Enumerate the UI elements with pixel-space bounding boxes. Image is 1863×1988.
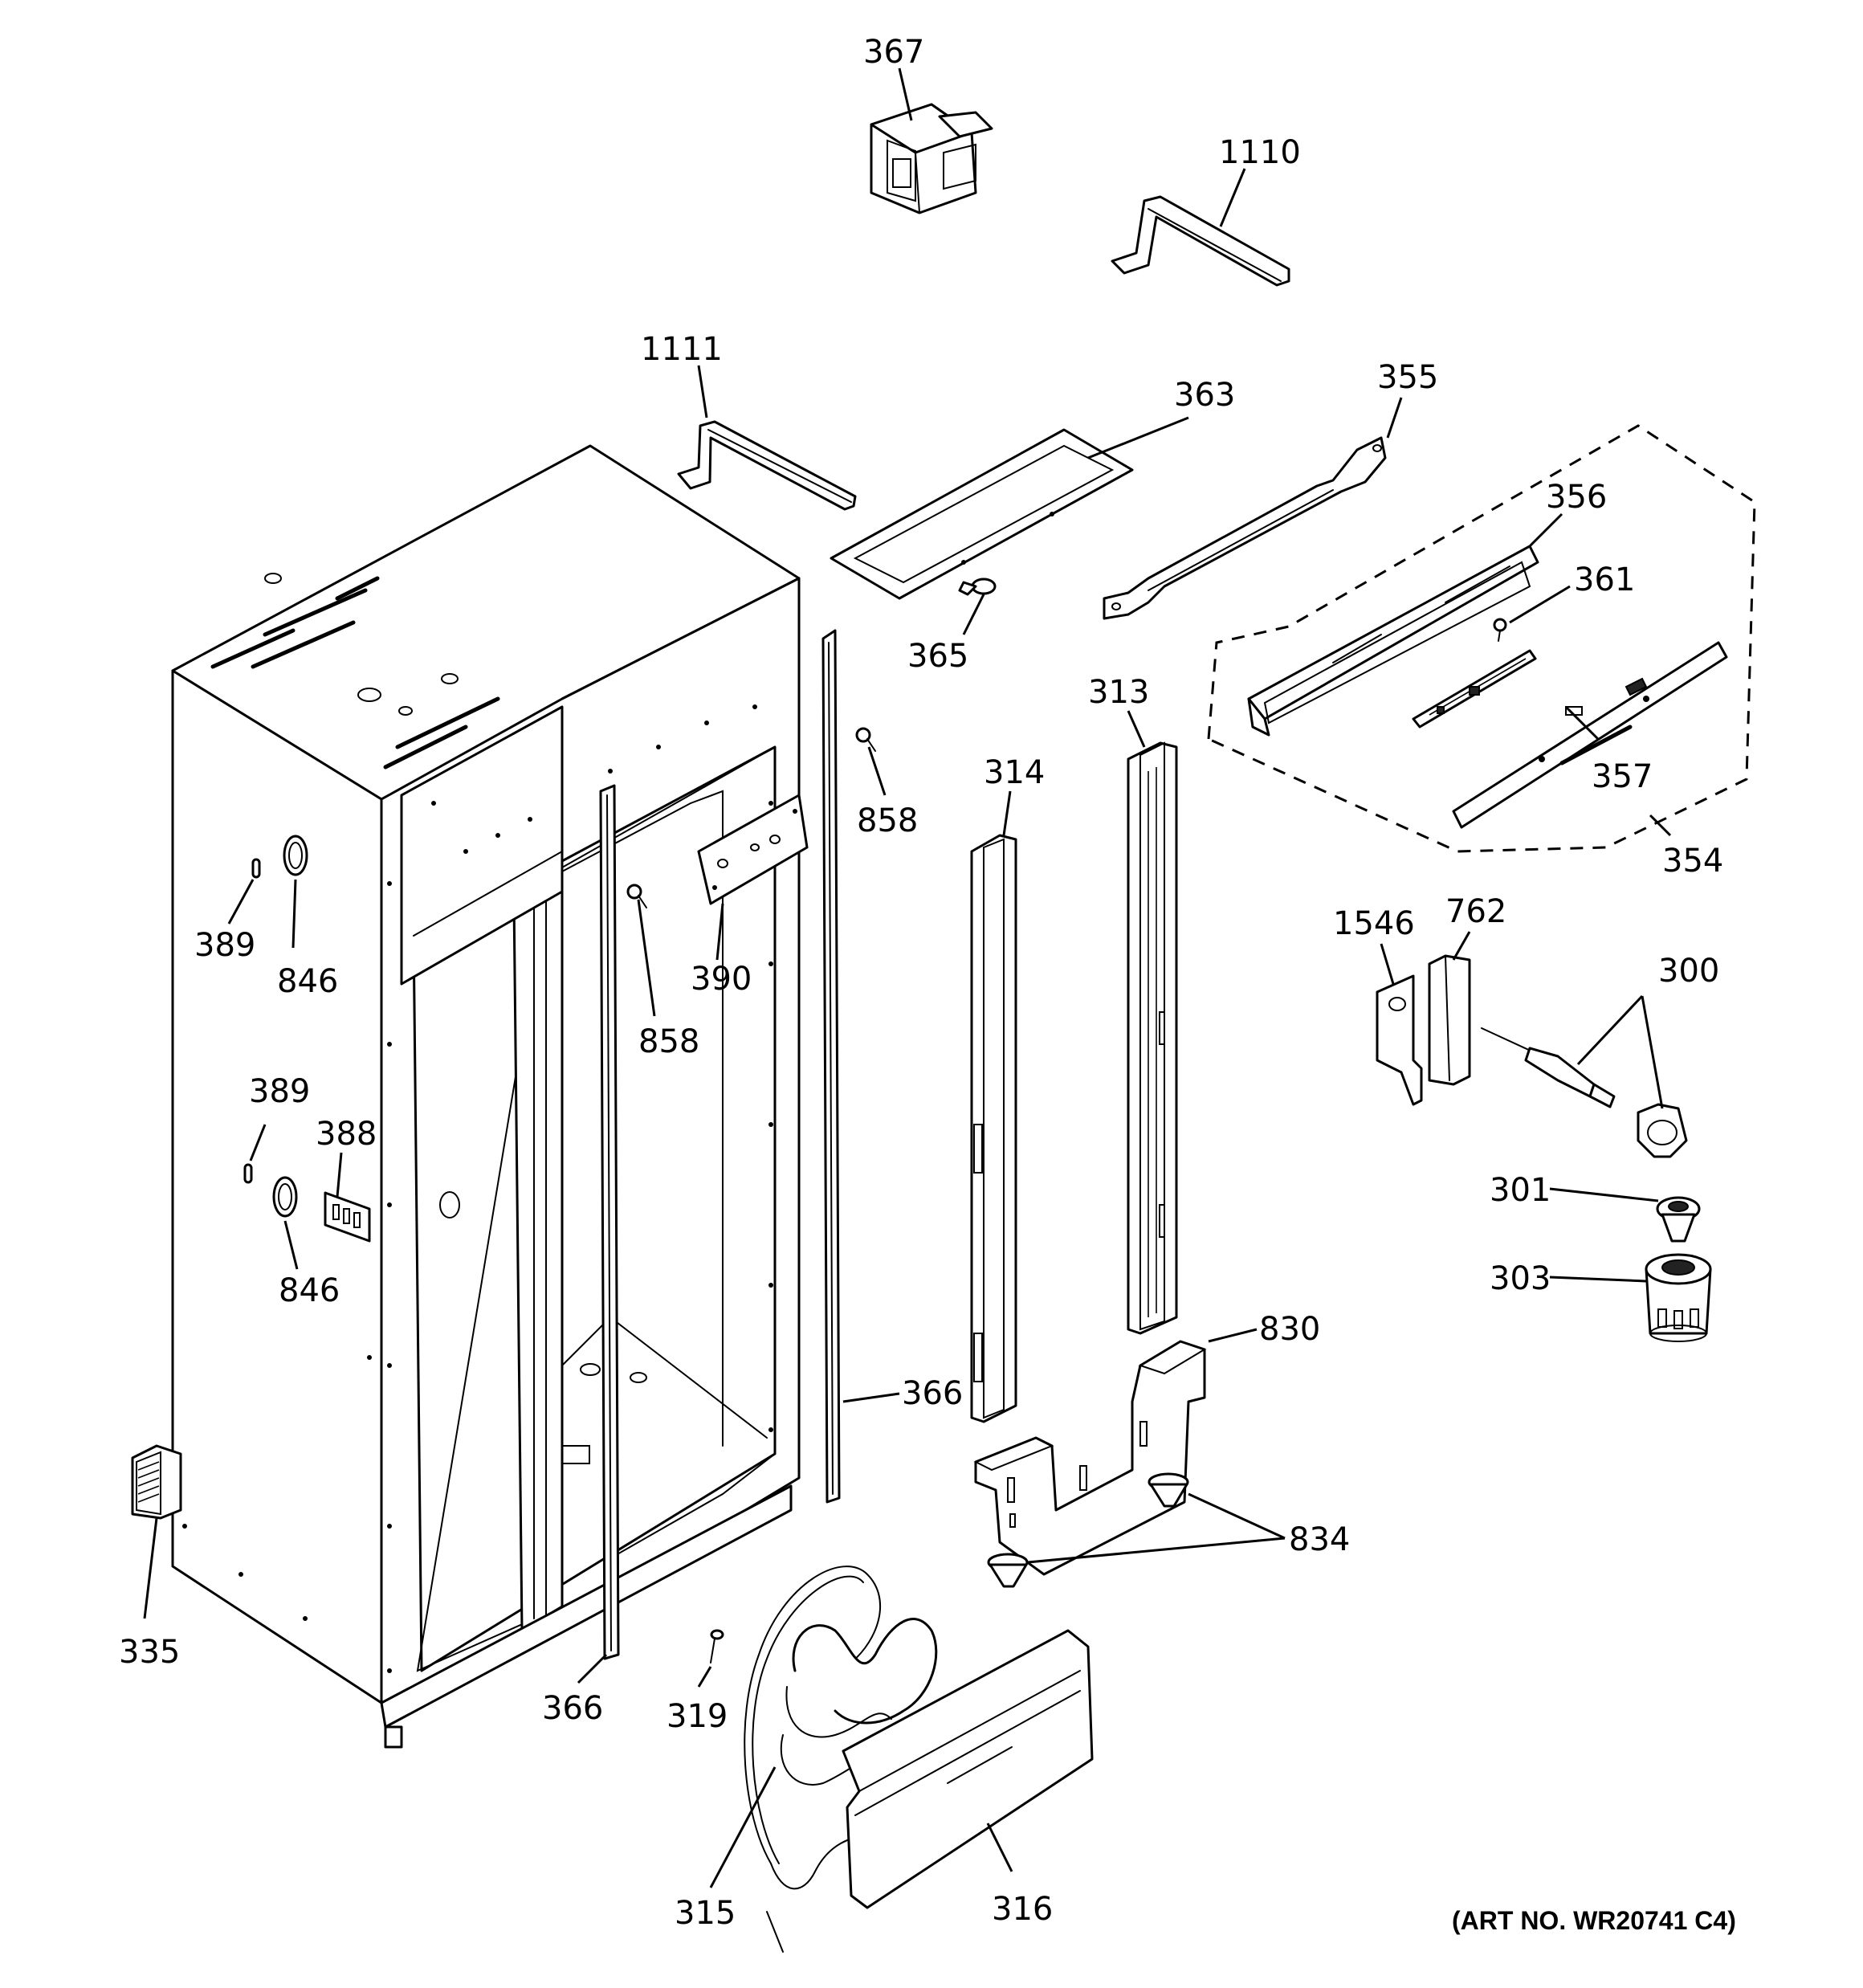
- callout-367: 367: [863, 34, 924, 71]
- part-316: [842, 1629, 1094, 1909]
- part-858-lower: [626, 884, 647, 908]
- callout-366-right: 366: [902, 1375, 963, 1412]
- callout-356: 356: [1546, 479, 1607, 516]
- part-846-upper: [283, 835, 308, 876]
- callout-301: 301: [1490, 1172, 1551, 1209]
- callout-830: 830: [1259, 1311, 1320, 1348]
- callout-1110: 1110: [1219, 134, 1301, 171]
- callout-357: 357: [1592, 758, 1653, 795]
- part-1110: [1111, 195, 1290, 287]
- part-303: [1645, 1253, 1712, 1342]
- part-834-right: [1148, 1472, 1189, 1508]
- callout-834: 834: [1289, 1521, 1350, 1558]
- callout-313: 313: [1088, 674, 1149, 711]
- part-762: [1428, 954, 1471, 1086]
- callout-363: 363: [1174, 377, 1235, 414]
- part-357: [1452, 641, 1728, 829]
- part-366-right: [821, 629, 841, 1504]
- callout-390: 390: [691, 961, 752, 998]
- part-354-assembly: [1207, 424, 1756, 853]
- callout-388: 388: [316, 1116, 377, 1153]
- part-363: [830, 428, 1134, 600]
- part-367: [870, 103, 993, 214]
- callout-314: 314: [984, 754, 1045, 791]
- callout-319: 319: [667, 1698, 728, 1735]
- part-319: [710, 1629, 724, 1663]
- part-315: [744, 1565, 938, 1953]
- callout-315: 315: [675, 1895, 736, 1932]
- control-board: [1412, 649, 1537, 729]
- callout-316: 316: [992, 1891, 1053, 1928]
- callout-354: 354: [1662, 843, 1723, 880]
- callout-389-lower: 389: [249, 1073, 310, 1110]
- part-858-upper: [855, 727, 876, 752]
- part-1546: [1376, 974, 1423, 1106]
- part-361: [1493, 618, 1507, 642]
- part-366-left: [599, 784, 620, 1660]
- callout-303: 303: [1490, 1260, 1551, 1297]
- callout-846-upper: 846: [277, 963, 338, 1000]
- part-1111: [677, 420, 857, 511]
- part-389-upper: [251, 858, 261, 879]
- callout-762: 762: [1445, 893, 1506, 930]
- part-365: [958, 578, 997, 596]
- callout-1111: 1111: [641, 331, 723, 368]
- part-300: [1481, 1027, 1688, 1158]
- part-313: [1127, 741, 1178, 1335]
- callout-labels: 367 1110 1111 363 355 356 361 365 313 31…: [119, 34, 1736, 1935]
- part-389-lower: [243, 1163, 253, 1184]
- part-335: [131, 1444, 182, 1520]
- callout-355: 355: [1377, 359, 1438, 396]
- part-355: [1103, 436, 1387, 620]
- leader-lines: [143, 67, 1672, 1888]
- callout-300: 300: [1658, 953, 1719, 990]
- callout-389-upper: 389: [194, 927, 255, 964]
- part-830: [973, 1340, 1207, 1576]
- callout-846-lower: 846: [279, 1272, 340, 1309]
- callout-361: 361: [1574, 561, 1635, 598]
- callout-858-lower: 858: [638, 1023, 699, 1060]
- part-314: [970, 834, 1017, 1423]
- part-388: [324, 1191, 371, 1243]
- callout-335: 335: [119, 1634, 180, 1671]
- callout-366-left: 366: [542, 1690, 603, 1727]
- part-834-left: [987, 1553, 1029, 1588]
- part-390: [697, 794, 809, 905]
- part-846-lower: [272, 1176, 298, 1218]
- art-number: (ART NO. WR20741 C4): [1452, 1906, 1736, 1935]
- callout-858-upper: 858: [857, 802, 918, 839]
- part-356: [1247, 545, 1539, 737]
- part-301: [1656, 1196, 1701, 1243]
- callout-365: 365: [907, 638, 968, 675]
- callout-1546: 1546: [1333, 905, 1415, 942]
